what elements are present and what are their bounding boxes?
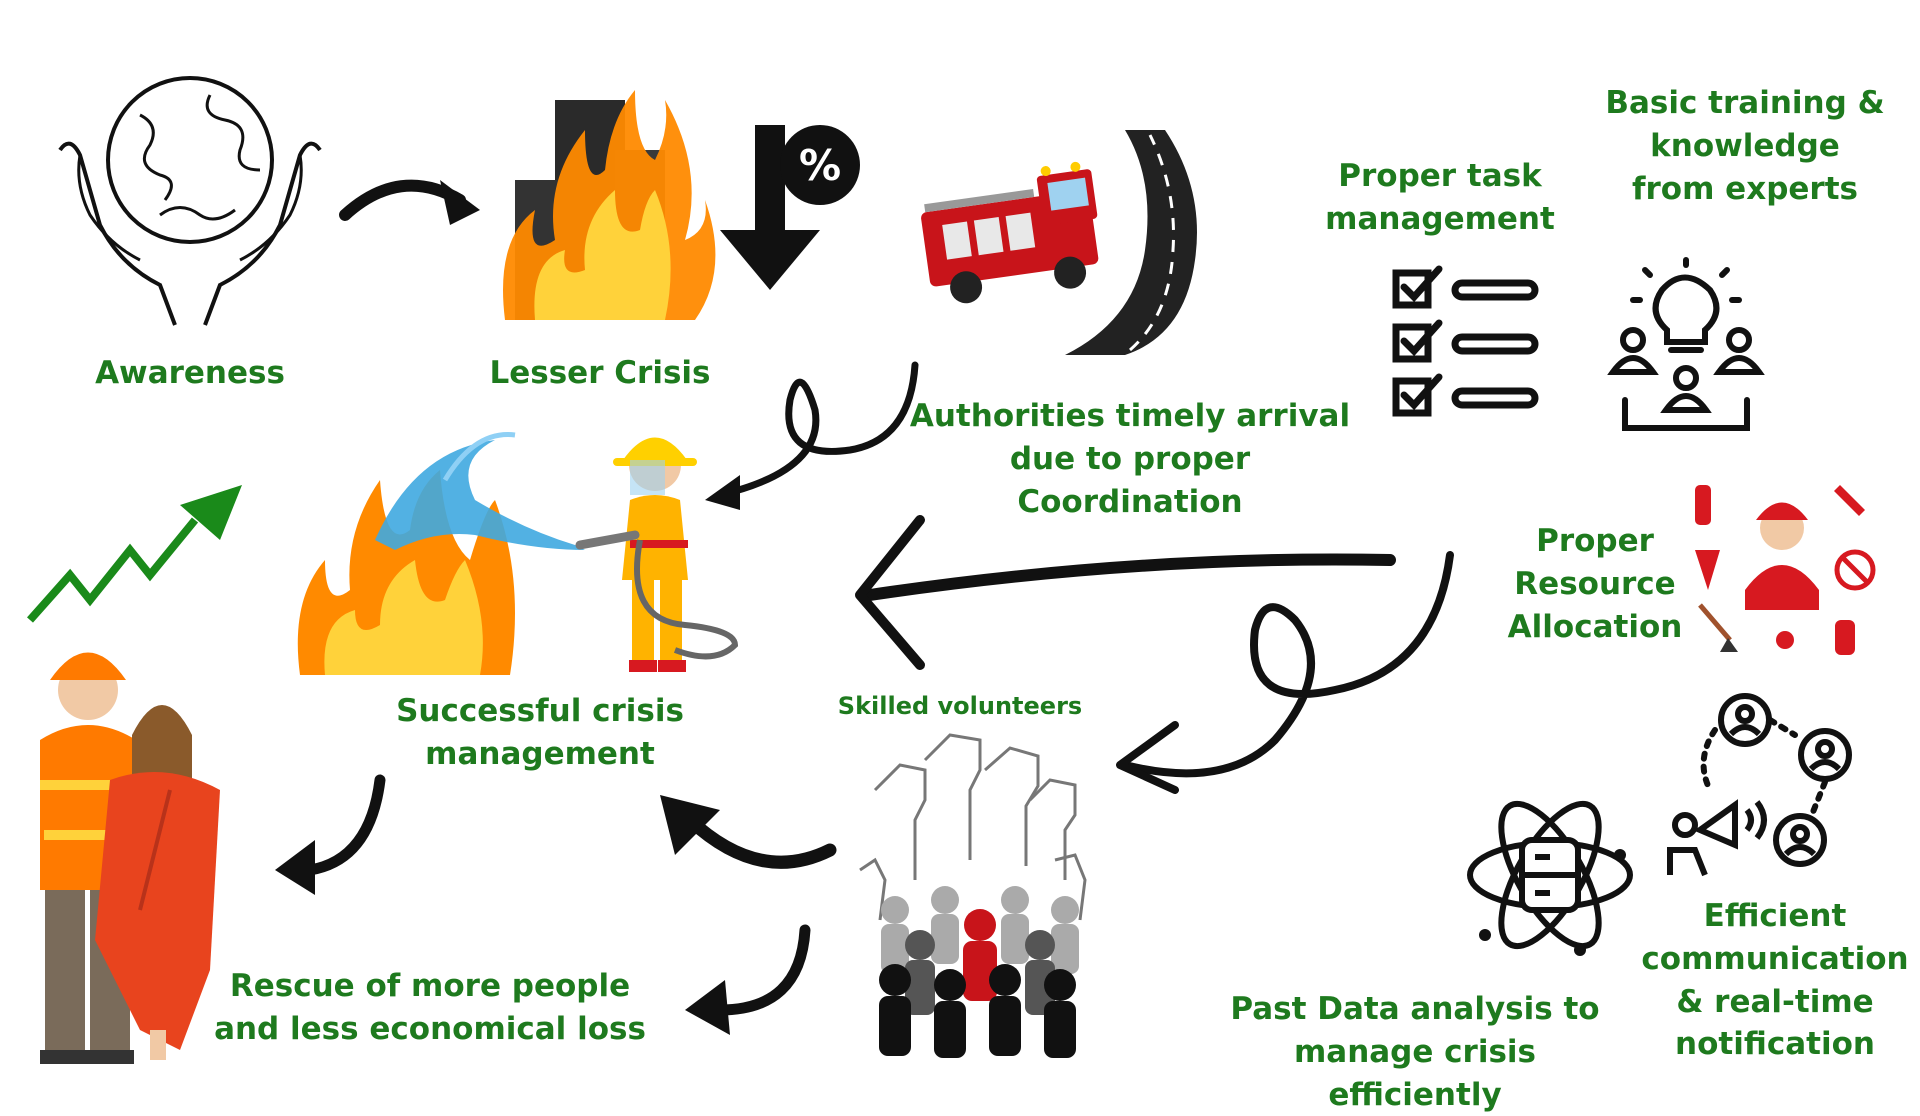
label-resource-allocation: Proper Resource Allocation <box>1507 523 1683 645</box>
label-efficient-communication: Efficient communication & real-time noti… <box>1641 898 1909 1063</box>
down-arrow-percent-icon: % <box>720 125 860 290</box>
firefighter-extinguishing-icon <box>297 432 739 675</box>
checklist-icon <box>1392 265 1539 417</box>
curved-arrow-success-to-rescuer <box>275 774 386 895</box>
label-basic-training: Basic training & knowledge from experts <box>1605 85 1885 207</box>
curved-arrow-volunteers-to-success <box>660 795 837 869</box>
fire-truck-road-icon <box>921 130 1197 355</box>
label-successful-crisis-management: Successful crisis management <box>396 693 684 772</box>
training-lightbulb-people-icon <box>1607 257 1765 431</box>
volunteers-crowd-icon <box>859 733 1087 1058</box>
svg-text:%: % <box>799 141 841 190</box>
label-lesser-crisis: Lesser Crisis <box>489 355 711 391</box>
hands-globe-icon <box>58 76 322 326</box>
label-skilled-volunteers: Skilled volunteers <box>837 692 1083 720</box>
loop-arrow-to-volunteers <box>1116 551 1454 794</box>
communication-network-icon <box>1667 693 1852 877</box>
label-rescue-more-people: Rescue of more people and less economica… <box>214 968 646 1047</box>
label-past-data-analysis: Past Data analysis to manage crisis effi… <box>1230 991 1600 1113</box>
label-proper-task-management: Proper task management <box>1325 158 1555 237</box>
data-analysis-atom-icon <box>1467 800 1633 956</box>
long-arrow-to-success <box>855 515 1396 670</box>
loop-arrow-truck-to-firefighter <box>705 361 919 510</box>
curved-arrow-volunteers-to-rescue <box>685 924 811 1035</box>
firefighter-tools-icon <box>1695 485 1876 655</box>
curved-arrow-awareness-to-crisis <box>339 179 480 225</box>
rescuer-survivor-icon <box>40 652 220 1064</box>
burning-building-icon <box>503 90 716 320</box>
label-authorities-arrival: Authorities timely arrival due to proper… <box>909 398 1351 520</box>
growth-zigzag-arrow-icon <box>27 485 242 623</box>
label-awareness: Awareness <box>95 355 285 391</box>
